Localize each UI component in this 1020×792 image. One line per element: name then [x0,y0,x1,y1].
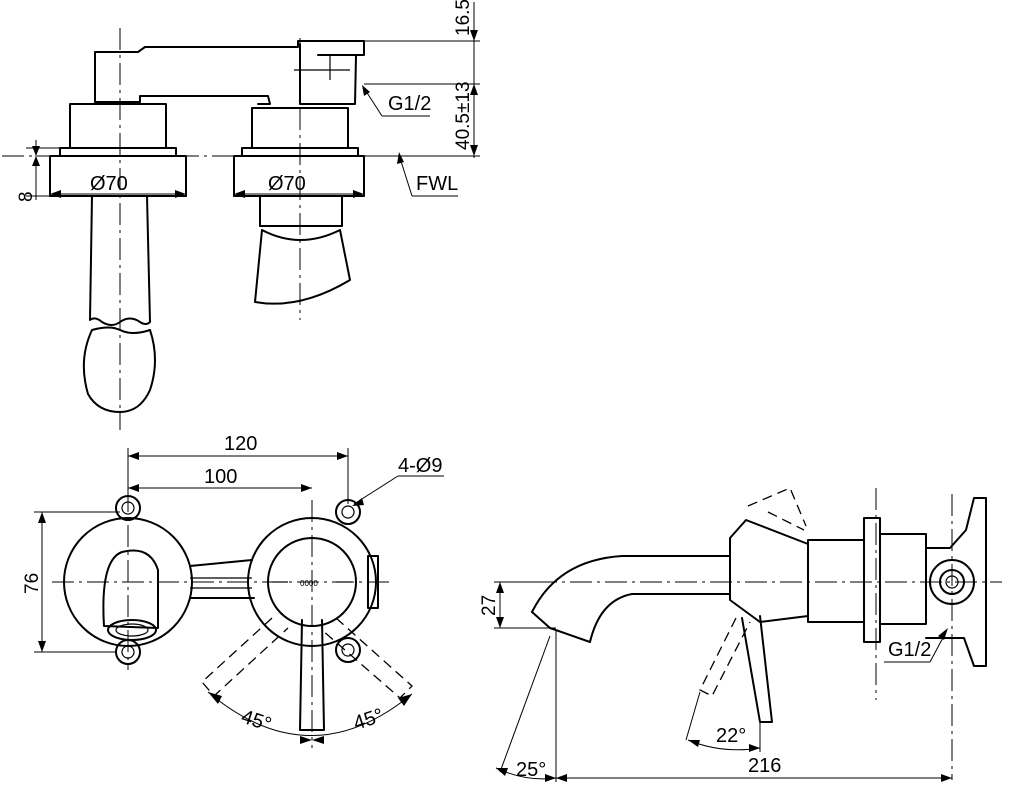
dim-8-label: 8 [16,191,37,202]
center-mark: 0000 [300,579,318,588]
angle-arc [207,691,413,736]
angle-25-label: 25° [516,759,546,781]
left-flange-top [59,147,177,157]
side-view: 27 G1/2 22° 25° 216 [479,487,1002,782]
left-flange [49,155,187,197]
arrow [128,452,139,460]
arrow [300,736,312,744]
lever-side-hidden [699,617,751,697]
wall-flange [863,517,881,643]
mount-hole-br [335,637,361,663]
arrow [496,617,504,628]
dim-216-label: 216 [748,755,781,777]
arrow [688,740,700,747]
left-body [69,103,167,149]
dim-27-label: 27 [479,595,500,616]
arrow [556,774,567,782]
dim-16-5-label: 16.5 [453,0,474,36]
pipe-top [189,559,253,567]
arrow [38,512,46,523]
left-spout-pipe [89,195,151,326]
arrow [397,152,404,164]
dim-40-5-label: 40.5±13 [453,81,474,150]
aerator-inner [115,623,149,637]
spout-lower-outline [94,95,271,105]
arrow [941,774,952,782]
right-collar [259,195,343,227]
body-collar [807,539,865,623]
angle-left-label: 45° [238,706,274,736]
angle-25-ray [499,635,551,773]
arrow [938,628,948,640]
arrow [128,484,139,492]
lever-right-hidden [321,617,413,699]
handle-hidden-top [747,487,807,527]
dim-dia70-left-label: Ø70 [90,173,128,195]
arrow [496,768,508,776]
arrow [301,484,312,492]
angle-right-label: 45° [351,704,387,734]
right-rosette [247,517,377,647]
arrow [470,145,478,156]
arrow [175,190,186,198]
arrow [398,694,412,706]
g12-label-front: G1/2 [388,93,431,115]
wall-bracket [925,497,987,667]
arrow [362,85,370,96]
top-view: 0000 45° 45° 120 [22,433,444,748]
fwl-leader [399,157,413,197]
angle-22-label: 22° [716,725,746,747]
spout-top-curve [531,555,731,613]
handle-hidden-line [767,511,805,531]
arrow [470,30,478,41]
right-cartridge [267,537,357,627]
arrow [32,146,40,156]
front-view: 16.5 40.5±13 G1/2 FWL 8 Ø70 Ø70 [2,0,480,430]
spout-outline-top [102,549,159,629]
dim-120-label: 120 [224,433,257,455]
arrow [545,774,556,782]
dim-76-label: 76 [22,573,43,594]
arrow [749,744,760,752]
g12-side-label: G1/2 [888,639,931,661]
right-handle-top [299,43,357,105]
arrow [312,736,324,744]
lever-left-hidden [201,617,289,697]
dim-100-label: 100 [204,466,237,488]
arrow [496,582,504,593]
left-spout-tip [82,326,156,413]
valve-body [729,519,809,623]
aerator-outer [107,619,157,641]
lever-center [299,619,325,731]
arrow [208,692,222,704]
arrow [234,190,245,198]
arrow [470,84,478,95]
lever-side [741,615,773,723]
mounting-box [879,533,927,625]
arrow [337,452,348,460]
arrow [352,498,364,506]
hole-label: 4-Ø9 [398,455,442,477]
dim-ext [685,691,701,741]
dim-dia70-right-label: Ø70 [268,173,306,195]
arrow [32,156,40,166]
spout-bottom-curve [549,593,731,643]
arrow [353,190,364,198]
right-rosette-tab [367,555,379,609]
arrow [38,641,46,652]
arrow [50,190,61,198]
right-lever [254,229,351,305]
spout-top-outline [94,40,365,103]
spout-tip [531,611,551,629]
fwl-label: FWL [416,173,458,195]
